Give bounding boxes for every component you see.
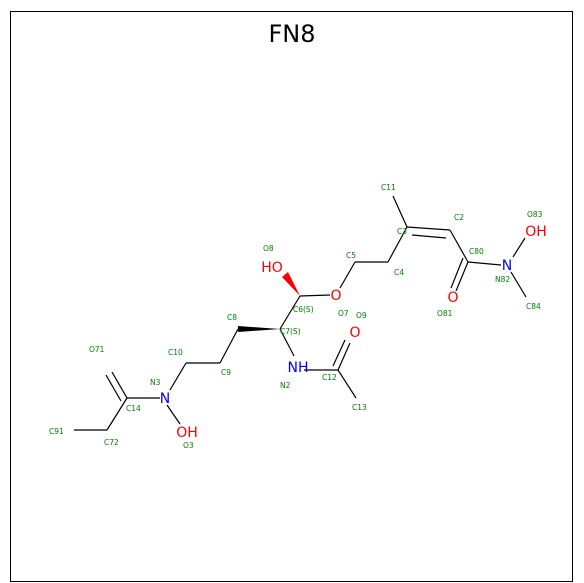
atom-ho: HO bbox=[261, 260, 283, 276]
diagram-frame bbox=[10, 11, 573, 582]
bond-c12-c13 bbox=[337, 369, 357, 399]
atom-oh-left: OH bbox=[176, 425, 198, 441]
bond-c7-n2 bbox=[279, 328, 295, 357]
bond-c14-c72 bbox=[106, 397, 128, 431]
atom-o-amide: O bbox=[447, 290, 458, 306]
atom-o-acetyl: O bbox=[349, 325, 360, 341]
bond-c80-n82 bbox=[467, 261, 502, 266]
label-c84: C84 bbox=[526, 302, 541, 311]
atom-n-right: N bbox=[502, 258, 512, 274]
label-c9: C9 bbox=[221, 368, 231, 377]
bond-c12-o9-a bbox=[337, 342, 351, 371]
label-c91: C91 bbox=[49, 427, 64, 436]
bond-c3-c2-double-a bbox=[406, 226, 451, 231]
bond-o7-c6 bbox=[299, 294, 331, 297]
label-o7: O7 bbox=[338, 309, 349, 318]
label-c7s: C7(S) bbox=[280, 327, 301, 336]
atom-oh-right: OH bbox=[525, 224, 547, 240]
bond-c12-o9-b bbox=[332, 339, 346, 367]
label-o81: O81 bbox=[437, 309, 453, 318]
bond-c8-c9 bbox=[219, 328, 239, 364]
atom-labels: HO O O O OH OH N N NH H bbox=[160, 224, 547, 441]
label-c14: C14 bbox=[126, 404, 141, 413]
bond-c2-c80 bbox=[449, 229, 469, 263]
bond-c11-c3 bbox=[392, 195, 408, 228]
label-c8: C8 bbox=[227, 313, 237, 322]
label-o9: O9 bbox=[356, 311, 367, 320]
bond-c14-o71-b bbox=[105, 374, 122, 402]
label-c4: C4 bbox=[394, 268, 404, 277]
bond-n82-o83 bbox=[512, 237, 526, 258]
atom-o-ring: O bbox=[330, 288, 341, 304]
molecule-title: FN8 bbox=[268, 20, 316, 48]
bond-c3-c4 bbox=[387, 226, 408, 263]
label-c80: C80 bbox=[469, 247, 484, 256]
label-o71: O71 bbox=[89, 345, 105, 354]
bonds bbox=[74, 195, 527, 431]
label-o3: O3 bbox=[183, 441, 194, 450]
bond-c5-o7 bbox=[339, 261, 356, 289]
atom-nh: NH bbox=[288, 360, 309, 376]
label-o8: O8 bbox=[263, 244, 274, 253]
bond-c80-o81-a bbox=[455, 261, 469, 292]
label-n2: N2 bbox=[280, 381, 291, 390]
label-n82: N82 bbox=[495, 275, 510, 284]
label-c6s: C6(S) bbox=[293, 305, 314, 314]
label-c11: C11 bbox=[381, 183, 396, 192]
bond-c80-o81-b bbox=[450, 257, 464, 289]
label-c13: C13 bbox=[352, 403, 367, 412]
label-c5: C5 bbox=[346, 251, 356, 260]
wedge-c7-c8 bbox=[238, 326, 280, 332]
bond-c10-n3 bbox=[169, 362, 187, 391]
label-c2: C2 bbox=[454, 213, 464, 222]
bond-c6-c7 bbox=[279, 295, 301, 330]
label-c12: C12 bbox=[322, 373, 337, 382]
bond-c3-c2-double-b bbox=[411, 234, 447, 239]
label-o83: O83 bbox=[527, 210, 543, 219]
atom-n-left: N bbox=[160, 391, 170, 407]
label-c3: C3 bbox=[397, 227, 407, 236]
atom-index-labels: C11 C2 C3 C80 O83 O8 C5 C4 N82 C6(S) O7 … bbox=[49, 183, 543, 450]
label-c10: C10 bbox=[168, 348, 183, 357]
wedge-c6-o8 bbox=[282, 272, 300, 296]
bond-c14-o71-a bbox=[111, 371, 128, 399]
bond-n3-o3 bbox=[166, 404, 181, 425]
bond-n82-c84 bbox=[510, 271, 527, 298]
label-n3: N3 bbox=[150, 378, 161, 387]
label-c72: C72 bbox=[104, 438, 119, 447]
